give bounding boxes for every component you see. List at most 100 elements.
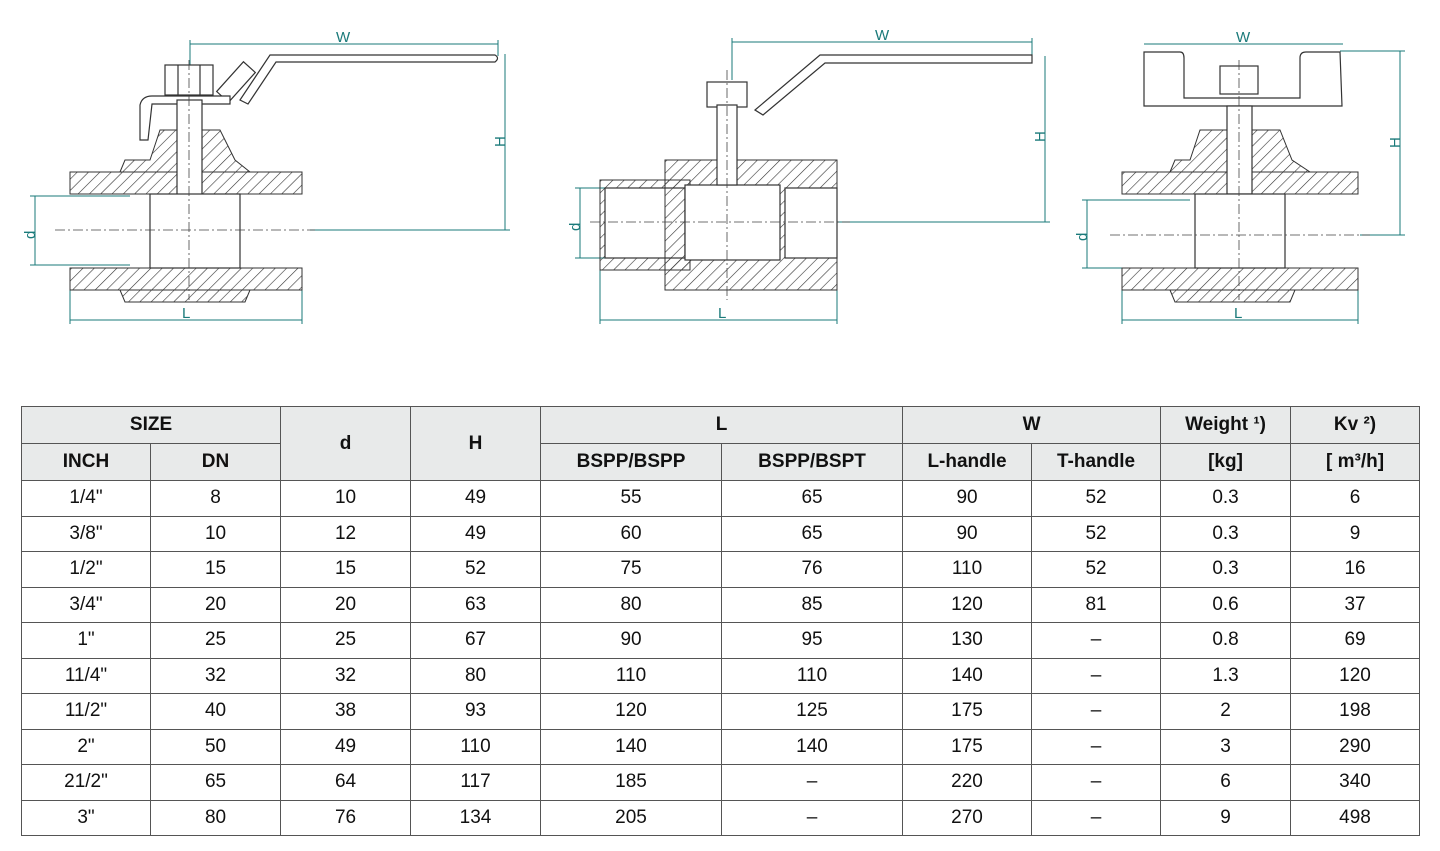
cell-l-bspp: 140 [540, 728, 723, 765]
cell-h: 67 [410, 622, 542, 659]
cell-w-l-handle: 110 [902, 551, 1033, 588]
cell-dn: 65 [149, 764, 282, 801]
cell-kv: 340 [1290, 764, 1421, 801]
dim-label-l: L [182, 305, 190, 322]
cell-w-t-handle: 52 [1031, 515, 1162, 552]
cell-w-l-handle: 130 [902, 622, 1033, 659]
cell-dn: 10 [149, 515, 282, 552]
cell-h: 134 [410, 799, 542, 836]
cell-h: 117 [410, 764, 542, 801]
dim-label-d: d [567, 223, 584, 231]
dim-label-d: d [1074, 233, 1091, 241]
cell-d: 10 [280, 480, 412, 517]
cell-l-bspp: 185 [540, 764, 723, 801]
header-size: SIZE [20, 406, 282, 444]
cell-d: 76 [280, 799, 412, 836]
dim-label-l: L [718, 305, 726, 322]
cell-l-bspt: 95 [721, 622, 904, 659]
header-dn: DN [149, 443, 282, 481]
cell-w-t-handle: – [1031, 764, 1162, 801]
header-inch: INCH [21, 443, 151, 481]
cell-w-l-handle: 220 [902, 764, 1033, 801]
cell-weight: 3 [1160, 728, 1292, 765]
header-w-t-handle: T-handle [1031, 443, 1162, 481]
dim-label-w: W [1236, 29, 1251, 46]
cell-h: 110 [410, 728, 542, 765]
cell-kv: 69 [1290, 622, 1421, 659]
cell-w-t-handle: – [1031, 622, 1162, 659]
cell-l-bspp: 75 [540, 551, 723, 588]
cell-d: 38 [280, 693, 412, 730]
cell-w-l-handle: 120 [902, 586, 1033, 623]
cell-inch: 3/4" [21, 586, 151, 623]
cell-d: 64 [280, 764, 412, 801]
dim-label-h: H [492, 136, 509, 147]
cell-inch: 11/4" [21, 657, 151, 694]
header-kv: Kv ²) [1290, 406, 1421, 444]
cell-kv: 9 [1290, 515, 1421, 552]
cell-d: 15 [280, 551, 412, 588]
cell-h: 93 [410, 693, 542, 730]
header-kv-unit: [ m³/h] [1290, 443, 1421, 481]
cell-weight: 2 [1160, 693, 1292, 730]
cell-kv: 16 [1290, 551, 1421, 588]
cell-l-bspp: 90 [540, 622, 723, 659]
header-h: H [410, 406, 542, 481]
cell-h: 49 [410, 480, 542, 517]
cell-dn: 8 [149, 480, 282, 517]
header-weight: Weight ¹) [1160, 406, 1292, 444]
cell-dn: 20 [149, 586, 282, 623]
cell-dn: 80 [149, 799, 282, 836]
cell-inch: 1" [21, 622, 151, 659]
cell-w-l-handle: 140 [902, 657, 1033, 694]
cell-weight: 0.3 [1160, 551, 1292, 588]
cell-kv: 120 [1290, 657, 1421, 694]
cell-l-bspt: – [721, 799, 904, 836]
cell-kv: 498 [1290, 799, 1421, 836]
cell-weight: 0.3 [1160, 480, 1292, 517]
cell-l-bspp: 110 [540, 657, 723, 694]
cell-w-t-handle: – [1031, 799, 1162, 836]
cell-weight: 1.3 [1160, 657, 1292, 694]
cell-inch: 3" [21, 799, 151, 836]
dim-label-w: W [875, 27, 890, 44]
cell-w-l-handle: 90 [902, 515, 1033, 552]
header-d: d [280, 406, 412, 481]
cell-h: 80 [410, 657, 542, 694]
cell-kv: 6 [1290, 480, 1421, 517]
cell-h: 63 [410, 586, 542, 623]
cell-dn: 40 [149, 693, 282, 730]
dim-label-d: d [22, 231, 39, 239]
valve-spec-table: SIZE d H L W Weight ¹) Kv ²) INCH DN BSP… [20, 406, 1421, 836]
cell-w-l-handle: 90 [902, 480, 1033, 517]
cell-weight: 0.8 [1160, 622, 1292, 659]
valve-drawing-l-handle-bspt: W H d L [567, 27, 1050, 324]
header-w-l-handle: L-handle [902, 443, 1033, 481]
cell-inch: 11/2" [21, 693, 151, 730]
cell-l-bspp: 80 [540, 586, 723, 623]
cell-l-bspp: 55 [540, 480, 723, 517]
dim-label-l: L [1234, 305, 1242, 322]
cell-inch: 3/8" [21, 515, 151, 552]
cell-w-t-handle: – [1031, 657, 1162, 694]
cell-l-bspt: – [721, 764, 904, 801]
cell-kv: 37 [1290, 586, 1421, 623]
header-weight-unit: [kg] [1160, 443, 1292, 481]
cell-l-bspt: 76 [721, 551, 904, 588]
cell-l-bspp: 120 [540, 693, 723, 730]
cell-inch: 1/4" [21, 480, 151, 517]
cell-dn: 50 [149, 728, 282, 765]
cell-weight: 6 [1160, 764, 1292, 801]
cell-w-t-handle: – [1031, 728, 1162, 765]
cell-kv: 198 [1290, 693, 1421, 730]
cell-weight: 9 [1160, 799, 1292, 836]
